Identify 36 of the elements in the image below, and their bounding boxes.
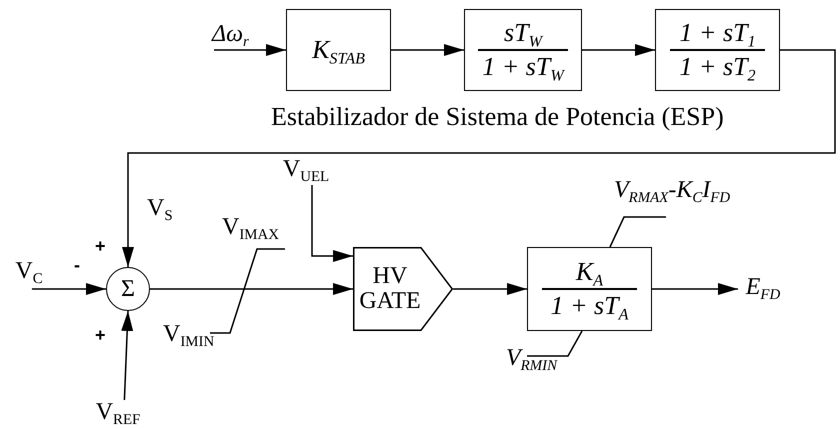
signal-arrow: [121, 310, 134, 400]
denominator-text: 1 + sT$_{A}$: [550, 292, 628, 320]
transfer-function-block: [527, 247, 652, 331]
input-signal-text: Δω$_{r}$: [212, 22, 262, 50]
plus-sign: +: [95, 326, 106, 344]
summing-junction: Σ: [106, 267, 150, 311]
input-signal-text: V$_{C}$: [8, 259, 50, 289]
signal-arrow: [582, 44, 655, 56]
plus-sign: +: [95, 237, 106, 255]
gate-block: HV GATE: [353, 247, 453, 331]
transfer-function-block: [464, 9, 582, 91]
numerator-text: K$_{A}$: [576, 258, 604, 286]
minus-sign: -: [74, 256, 80, 274]
output-signal-text: E$_{FD}$: [738, 275, 788, 303]
caption-text: Estabilizador de Sistema de Potencia (ESP): [271, 104, 724, 130]
numerator-text: 1 + sT$_{1}$: [679, 18, 756, 48]
limit-label: V$_{IMAX}$: [222, 215, 280, 239]
gain-block: K$_{STAB}$: [286, 9, 391, 91]
signal-arrow: [453, 283, 527, 295]
limit-label: V$_{RMIN}$: [506, 346, 558, 370]
limit-label: V$_{RMAX}$-K$_{C}$I$_{FD}$: [614, 178, 730, 202]
signal-arrow: [652, 283, 738, 295]
signal-arrow: [122, 49, 836, 267]
signal-arrow: [150, 283, 353, 295]
signal-label: V$_{S}$: [147, 196, 173, 220]
signal-arrow: [391, 44, 464, 56]
denominator-text: 1 + sT$_{2}$: [679, 52, 756, 82]
numerator-text: sT$_{W}$: [504, 18, 542, 48]
limit-signal-text: V$_{UEL}$: [276, 157, 336, 185]
limit-label: V$_{IMIN}$: [163, 322, 214, 346]
transfer-function-block: [655, 9, 780, 91]
denominator-text: 1 + sT$_{W}$: [482, 52, 564, 82]
signal-arrow: [214, 44, 286, 56]
signal-arrow: [32, 283, 106, 295]
reference-signal-text: V$_{REF}$: [86, 400, 150, 428]
signal-arrow: [311, 185, 353, 262]
